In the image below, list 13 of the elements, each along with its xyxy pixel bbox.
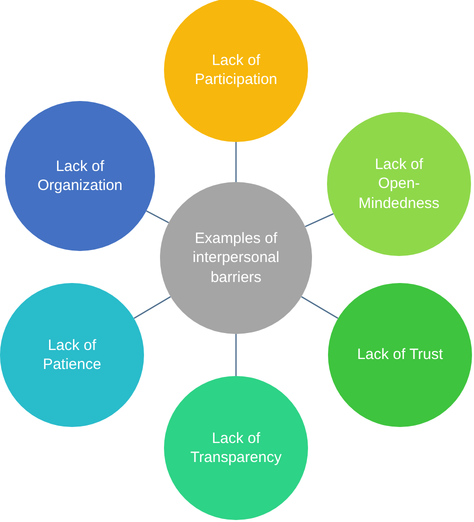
- node-label: Lack of Patience: [42, 336, 102, 374]
- connector-line: [146, 210, 170, 224]
- connector-line: [134, 296, 171, 319]
- connector-line: [235, 142, 237, 182]
- connector-line: [301, 296, 338, 319]
- connector-line: [235, 334, 237, 376]
- connector-line: [304, 213, 334, 228]
- node-label: Lack of Transparency: [189, 428, 283, 468]
- node-label: Lack of Open-Mindedness: [358, 154, 440, 214]
- node-label: Examples of interpersonal barriers: [192, 228, 280, 288]
- node-label: Lack of Organization: [36, 156, 124, 196]
- node-label: Lack of Participation: [194, 50, 278, 90]
- node-label: Lack of Trust: [357, 345, 443, 365]
